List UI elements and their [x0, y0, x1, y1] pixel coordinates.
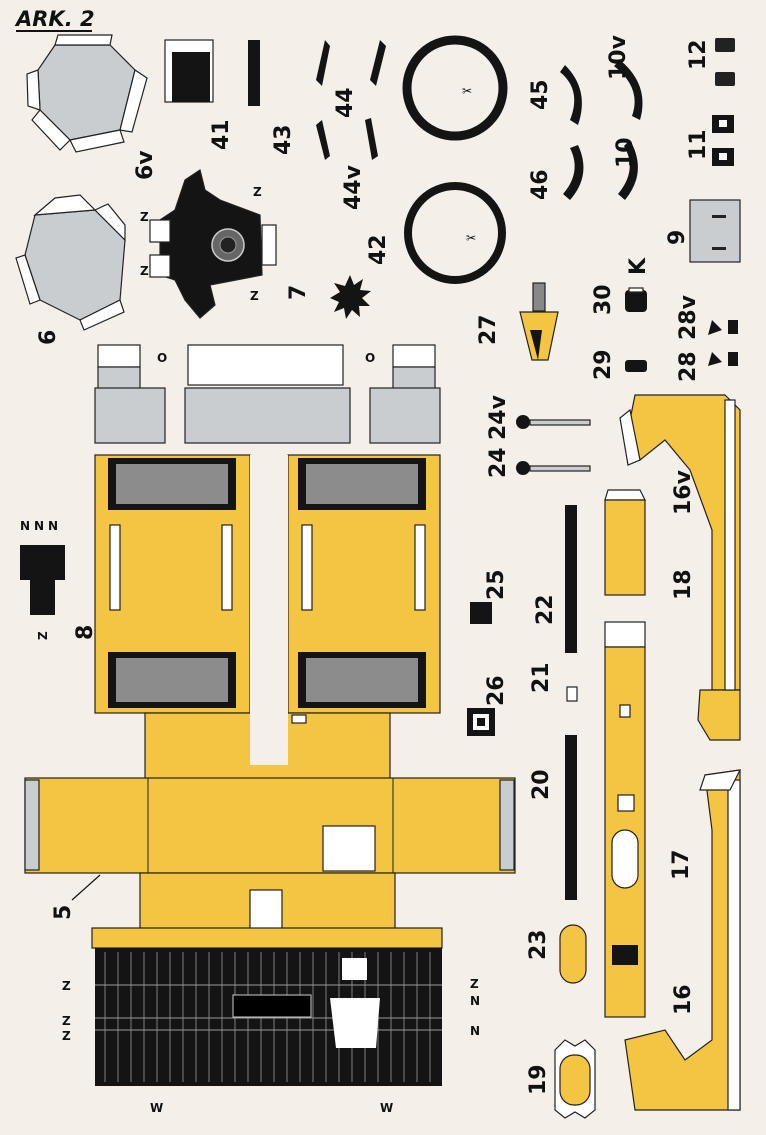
- svg-text:23: 23: [526, 929, 551, 960]
- svg-text:N: N: [470, 1024, 480, 1038]
- svg-text:5: 5: [51, 905, 76, 920]
- part-23: 23: [526, 924, 587, 984]
- part-24v: 24v: [486, 394, 591, 440]
- part-29: 29: [591, 349, 647, 380]
- svg-text:44v: 44v: [341, 164, 366, 210]
- svg-text:46: 46: [528, 169, 553, 200]
- part-18: 18: [604, 489, 696, 600]
- svg-text:12: 12: [686, 39, 711, 70]
- svg-text:O: O: [157, 351, 167, 365]
- part-41: 41: [164, 39, 234, 150]
- part-5: O O 5: [24, 344, 516, 949]
- part-16: 16: [624, 769, 742, 1111]
- svg-text:Z: Z: [470, 977, 479, 991]
- svg-text:Z: Z: [62, 1014, 71, 1028]
- part-16v: 16v: [619, 394, 741, 741]
- part-24: 24: [486, 447, 591, 478]
- svg-text:6: 6: [36, 330, 61, 345]
- part-28: 28: [676, 351, 738, 382]
- svg-text:28v: 28v: [676, 294, 701, 340]
- svg-text:29: 29: [591, 349, 616, 380]
- part-20: 20: [529, 735, 577, 900]
- part-27: 27: [476, 282, 559, 361]
- part-6v: 6v: [26, 34, 158, 180]
- svg-text:42: 42: [366, 234, 391, 265]
- svg-text:N: N: [20, 519, 30, 533]
- svg-text:N: N: [34, 519, 44, 533]
- svg-text:21: 21: [529, 662, 554, 693]
- part-10v: 10v: [560, 34, 643, 125]
- part-28v: 28v: [676, 294, 738, 340]
- part-44: 44 44v: [316, 40, 386, 210]
- svg-text:16: 16: [671, 984, 696, 1015]
- part-26: 26: [467, 675, 509, 736]
- svg-text:Z: Z: [62, 1029, 71, 1043]
- svg-text:16v: 16v: [671, 469, 696, 515]
- svg-text:9: 9: [665, 230, 690, 245]
- grille-panel: Z Z Z Z N N W W: [62, 948, 480, 1115]
- svg-text:26: 26: [484, 675, 509, 706]
- part-22: 22: [533, 505, 577, 653]
- svg-text:28: 28: [676, 351, 701, 382]
- svg-text:N: N: [470, 994, 480, 1008]
- svg-text:Z: Z: [140, 210, 149, 224]
- part-8: N N N Z 8: [20, 519, 98, 640]
- part-21: 21: [529, 662, 578, 702]
- svg-text:20: 20: [529, 769, 554, 800]
- svg-text:17: 17: [669, 849, 694, 880]
- svg-text:25: 25: [484, 569, 509, 600]
- part-10: 10: [563, 137, 638, 200]
- svg-text:45: 45: [528, 79, 553, 110]
- part-11: 11: [686, 115, 734, 166]
- part-30: 30 K: [591, 257, 651, 315]
- svg-text:✂: ✂: [462, 84, 472, 98]
- part-7: Z Z Z Z 7: [140, 169, 311, 319]
- svg-text:18: 18: [671, 569, 696, 600]
- part-19: 19: [526, 1039, 596, 1119]
- svg-text:44: 44: [333, 87, 358, 118]
- part-12: 12: [686, 38, 735, 86]
- part-43: 43: [248, 40, 296, 155]
- svg-text:8: 8: [73, 625, 98, 640]
- sheet-title: ARK. 2: [14, 7, 95, 32]
- svg-text:Z: Z: [253, 185, 262, 199]
- svg-text:W: W: [150, 1101, 163, 1115]
- svg-text:✂: ✂: [466, 231, 476, 245]
- svg-text:41: 41: [209, 119, 234, 150]
- part-6: 6: [15, 194, 126, 345]
- part-25: 25: [470, 569, 509, 624]
- svg-text:N: N: [48, 519, 58, 533]
- part-9: 9: [665, 199, 741, 263]
- svg-text:10: 10: [613, 137, 638, 168]
- svg-text:27: 27: [476, 314, 501, 345]
- svg-text:11: 11: [686, 129, 711, 160]
- part-46: ✂ 46: [404, 169, 553, 284]
- part-17: 17: [604, 621, 694, 1018]
- svg-text:Z: Z: [140, 264, 149, 278]
- part-42: 42: [330, 234, 391, 319]
- svg-text:Z: Z: [36, 631, 50, 640]
- svg-text:K: K: [626, 257, 651, 275]
- svg-text:24: 24: [486, 447, 511, 478]
- svg-text:43: 43: [271, 124, 296, 155]
- part-45: ✂ 45: [402, 35, 553, 141]
- svg-text:Z: Z: [62, 979, 71, 993]
- svg-text:O: O: [365, 351, 375, 365]
- svg-text:30: 30: [591, 284, 616, 315]
- svg-text:7: 7: [286, 285, 311, 300]
- svg-text:Z: Z: [250, 289, 259, 303]
- svg-text:ARK. 2: ARK. 2: [14, 7, 95, 31]
- svg-text:6v: 6v: [133, 150, 158, 180]
- svg-text:10v: 10v: [606, 34, 631, 80]
- svg-text:22: 22: [533, 594, 558, 625]
- svg-text:19: 19: [526, 1064, 551, 1095]
- svg-text:W: W: [380, 1101, 393, 1115]
- svg-text:24v: 24v: [486, 394, 511, 440]
